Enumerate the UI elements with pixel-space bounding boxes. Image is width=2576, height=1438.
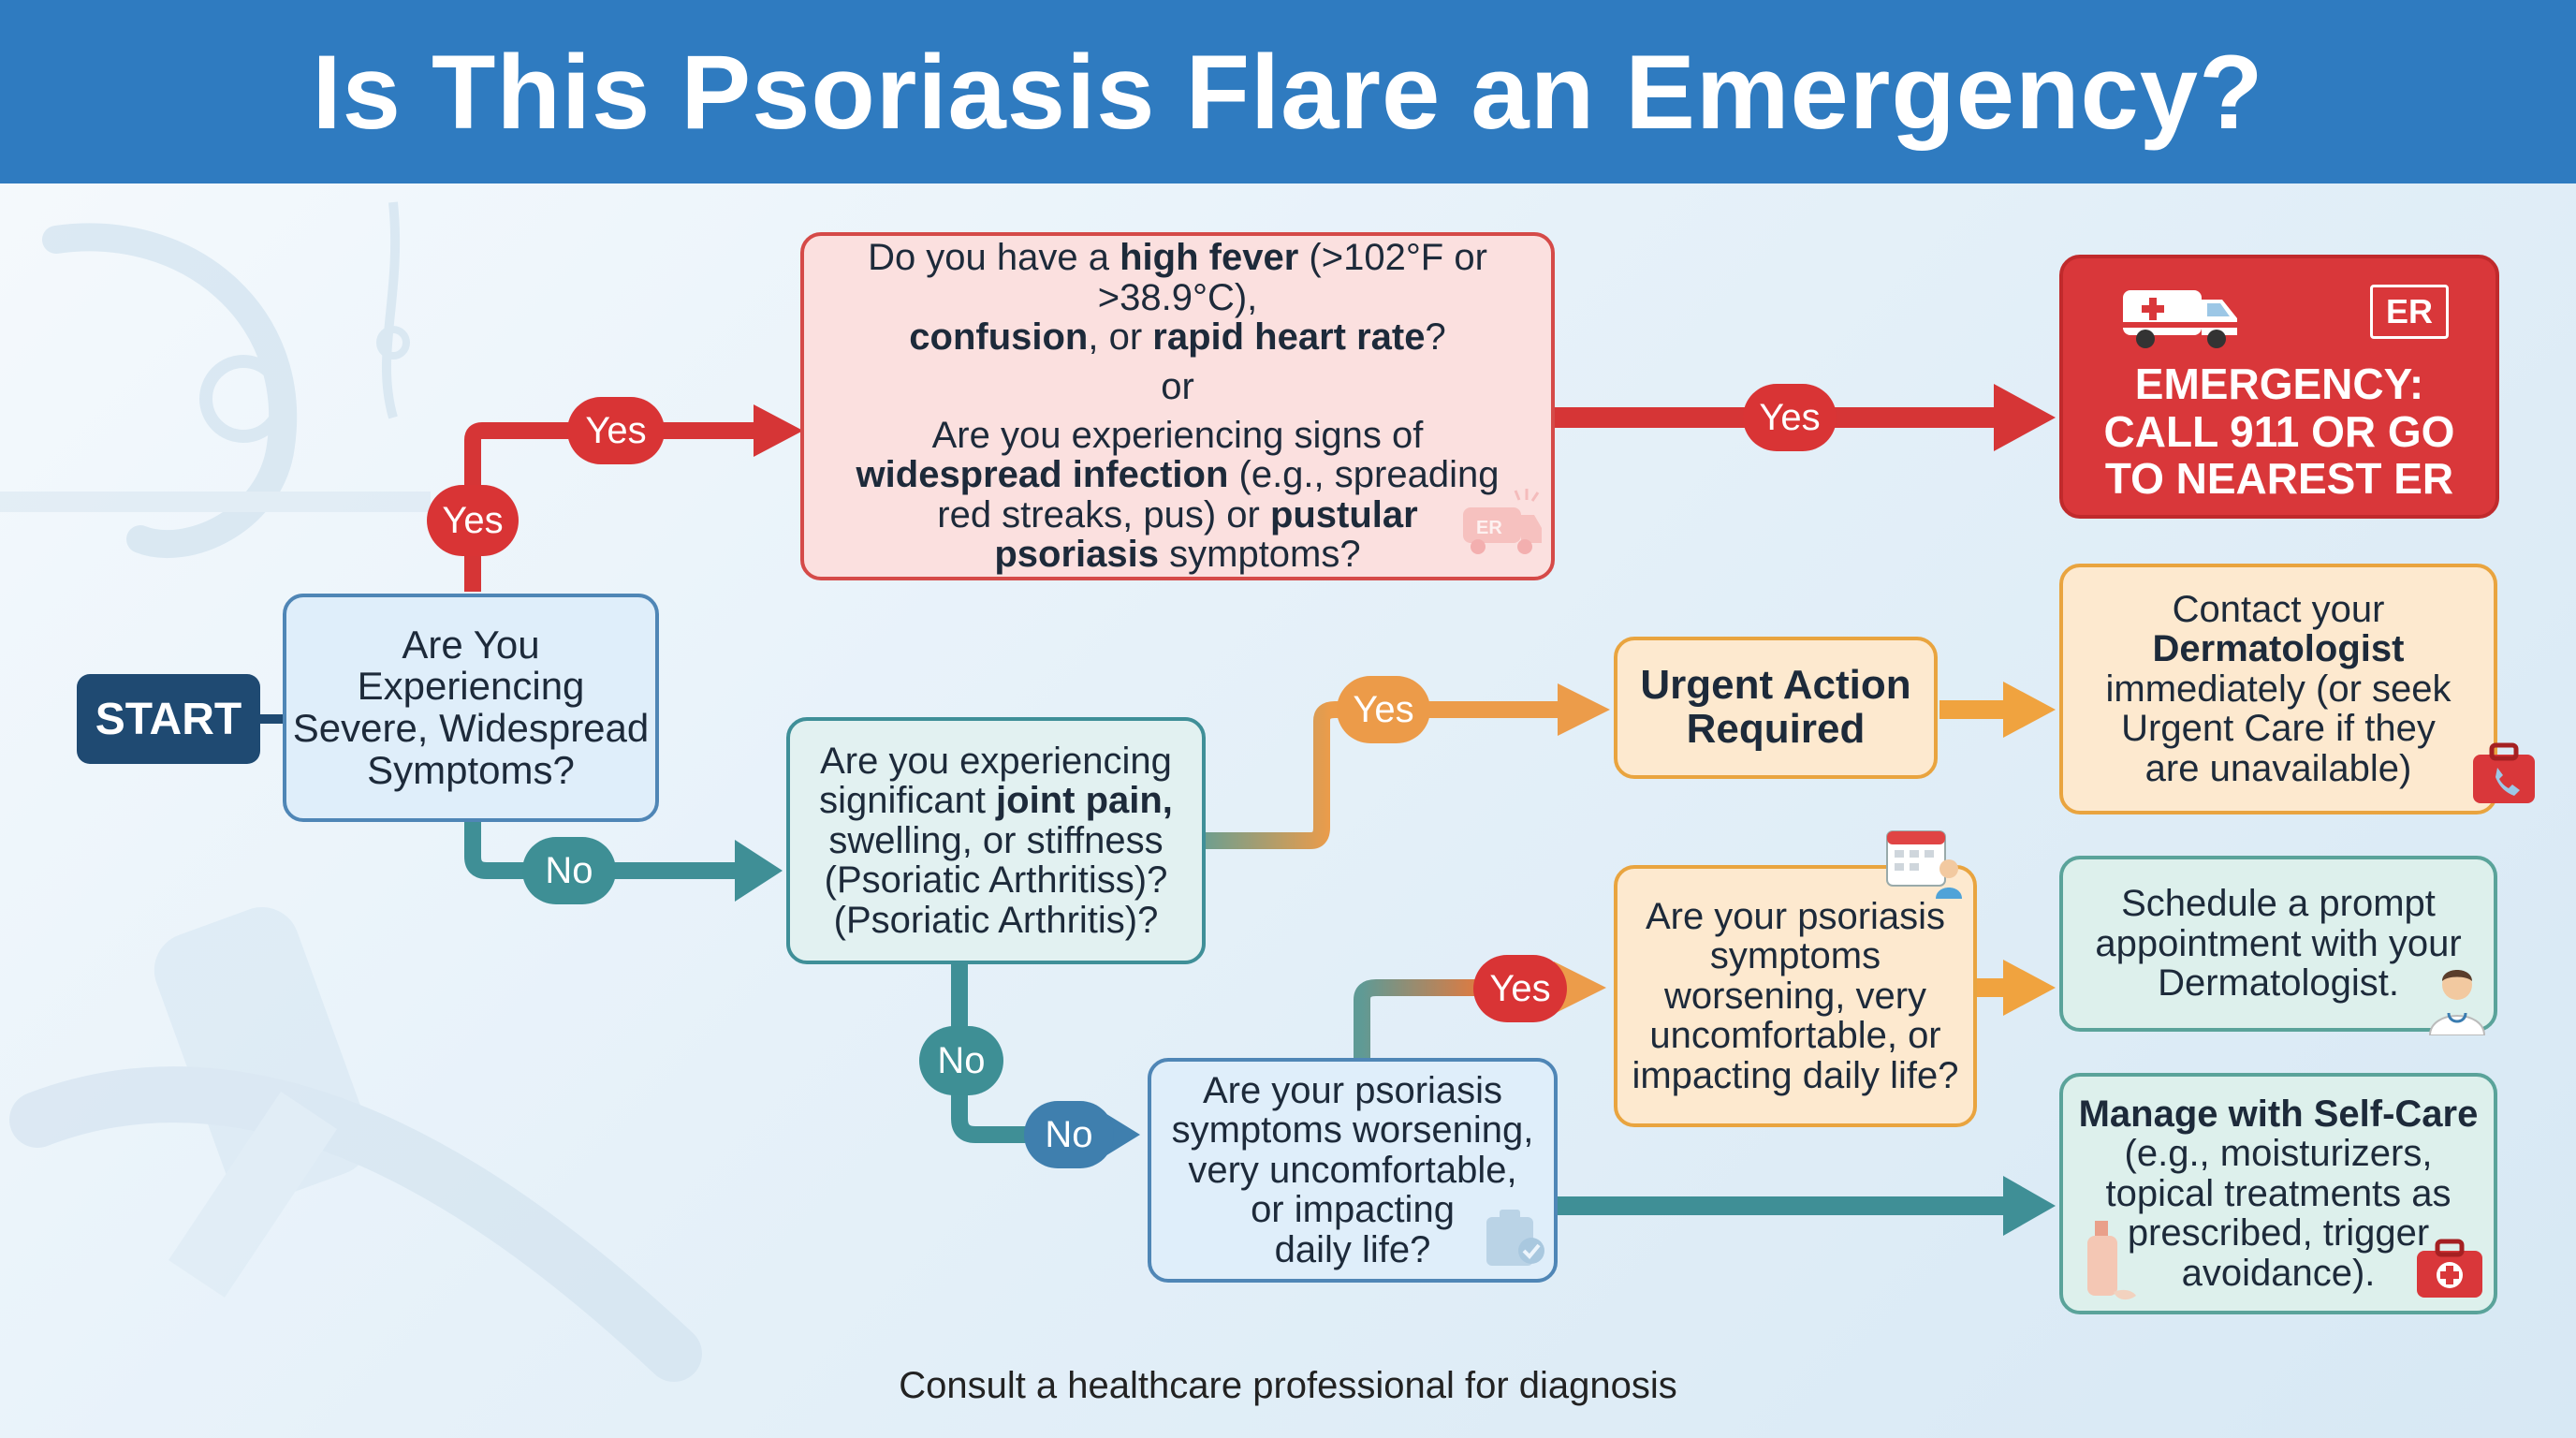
q4-line: symptoms worsening,	[1171, 1109, 1534, 1152]
q2-bold: high fever	[1120, 237, 1299, 279]
q5-line: worsening, very	[1663, 975, 1927, 1017]
q4-line: daily life?	[1274, 1228, 1431, 1270]
q4-line: or impacting	[1251, 1189, 1455, 1231]
q1-yes-arrowhead	[754, 404, 803, 457]
q4-line: Are your psoriasis	[1202, 1070, 1503, 1112]
yes-badge: Yes	[1337, 676, 1430, 743]
q1-line: Are You	[402, 622, 540, 667]
q5-line: symptoms	[1709, 935, 1881, 977]
q3-text: swelling, or stiffness	[828, 819, 1164, 861]
no-badge: No	[1024, 1101, 1114, 1168]
contact-text: immediately (or seek	[2105, 668, 2452, 710]
clipboard-check-icon	[1486, 1210, 1544, 1266]
q2-bold: pustular	[1269, 493, 1418, 536]
emergency-line: EMERGENCY:	[2134, 360, 2424, 409]
q2-yes-arrowhead	[1994, 384, 2056, 451]
urgent-line: Required	[1686, 706, 1866, 752]
contact-dermatologist-outcome: Contact your Dermatologist immediately (…	[2059, 564, 2535, 814]
q1-line: Symptoms?	[367, 747, 575, 792]
q2-or: or	[1161, 365, 1194, 407]
selfcare-text: topical treatments as	[2105, 1172, 2452, 1214]
contact-text: Contact your	[2172, 589, 2385, 631]
emergency-outcome: ER EMERGENCY: CALL 911 OR GO TO NEAREST …	[2059, 255, 2499, 519]
schedule-appointment-outcome: Schedule a prompt appointment with your …	[2059, 856, 2497, 1035]
q3-text: (Psoriatic Arthritis)?	[833, 899, 1159, 941]
q5-arrowhead	[2003, 960, 2056, 1016]
q5-line: uncomfortable, or	[1649, 1015, 1941, 1057]
q2-text: (e.g., spreading	[1228, 454, 1500, 496]
first-aid-kit-icon	[2417, 1239, 2482, 1298]
selfcare-text: avoidance).	[2181, 1252, 2376, 1294]
worsening-symptoms-question: Are your psoriasis symptoms worsening, v…	[1148, 1058, 1558, 1283]
q2-text: symptoms?	[1159, 534, 1361, 576]
q1-line: Experiencing	[357, 664, 585, 709]
urgent-arrowhead	[2003, 682, 2056, 738]
joint-pain-question: Are you experiencing significant joint p…	[786, 717, 1206, 964]
contact-bold: Dermatologist	[2152, 628, 2405, 670]
no-badge: No	[522, 837, 616, 904]
doctor-icon	[2428, 970, 2486, 1035]
q2-text: Are you experiencing signs of	[931, 415, 1424, 456]
q5-line: impacting daily life?	[1632, 1054, 1959, 1096]
q5-line: Are your psoriasis	[1645, 896, 1946, 938]
q4-line: very uncomfortable,	[1188, 1149, 1517, 1191]
q3-text: (Psoriatic Arthritiss)?	[824, 859, 1168, 902]
q1-line: Severe, Widespread	[292, 706, 650, 750]
yes-badge: Yes	[567, 397, 665, 464]
start-label: START	[77, 674, 260, 764]
selfcare-bold: Manage with Self-Care	[2078, 1093, 2479, 1136]
title-banner: Is This Psoriasis Flare an Emergency?	[0, 0, 2576, 183]
q2-text: ?	[1425, 316, 1446, 359]
schedule-line: Schedule a prompt	[2121, 883, 2436, 925]
q2-text: red streaks, pus) or	[937, 493, 1270, 536]
page-title: Is This Psoriasis Flare an Emergency?	[312, 33, 2264, 151]
q3-yes-arrowhead	[1558, 683, 1610, 736]
q2-bold: confusion	[909, 316, 1089, 359]
q2-text: Do you have a	[868, 237, 1120, 279]
q3-text: significant	[819, 780, 997, 822]
yes-badge: Yes	[427, 485, 519, 556]
q2-text: (>102°F or >38.9°C),	[1097, 237, 1487, 318]
selfcare-text: (e.g., moisturizers,	[2124, 1133, 2433, 1175]
emergency-line: TO NEAREST ER	[2104, 454, 2454, 504]
disclaimer-footer: Consult a healthcare professional for di…	[899, 1365, 1677, 1406]
q1-no-arrowhead	[735, 840, 783, 902]
worsening-symptoms-question-upper: Are your psoriasis symptoms worsening, v…	[1614, 830, 1977, 1127]
ambulance-faded-icon: ER	[1463, 489, 1542, 554]
calendar-doctor-icon	[1886, 830, 1962, 899]
q2-bold: psoriasis	[994, 534, 1160, 576]
emergency-line: CALL 911 OR GO	[2103, 406, 2455, 456]
urgent-line: Urgent Action	[1640, 662, 1911, 709]
no-badge: No	[919, 1026, 1003, 1095]
ambulance-icon	[2123, 290, 2237, 348]
self-care-outcome: Manage with Self-Care (e.g., moisturizer…	[2059, 1073, 2497, 1314]
q2-bold: rapid heart rate	[1152, 316, 1426, 359]
lotion-icon	[2087, 1221, 2136, 1300]
q3-bold: joint pain,	[996, 780, 1173, 822]
q4-selfcare-arrowhead	[2003, 1176, 2056, 1236]
urgent-action-box: Urgent Action Required	[1614, 637, 1938, 779]
contact-text: Urgent Care if they	[2121, 708, 2436, 750]
er-sign-icon: ER	[2370, 285, 2449, 339]
schedule-line: appointment with your	[2095, 922, 2462, 964]
schedule-line: Dermatologist.	[2158, 962, 2399, 1005]
phone-bag-icon	[2473, 742, 2535, 803]
emergency-signs-question: Do you have a high fever (>102°F or >38.…	[800, 232, 1555, 580]
yes-badge: Yes	[1473, 955, 1567, 1022]
severe-symptoms-question: Are You Experiencing Severe, Widespread …	[283, 594, 659, 822]
svg-text:ER: ER	[1476, 518, 1502, 538]
yes-badge: Yes	[1743, 384, 1837, 451]
contact-text: are unavailable)	[2144, 747, 2412, 789]
selfcare-text: prescribed, trigger	[2127, 1212, 2430, 1255]
q2-text: , or	[1088, 316, 1153, 359]
q2-bold: widespread infection	[856, 454, 1229, 496]
q3-text: Are you experiencing	[820, 741, 1172, 783]
